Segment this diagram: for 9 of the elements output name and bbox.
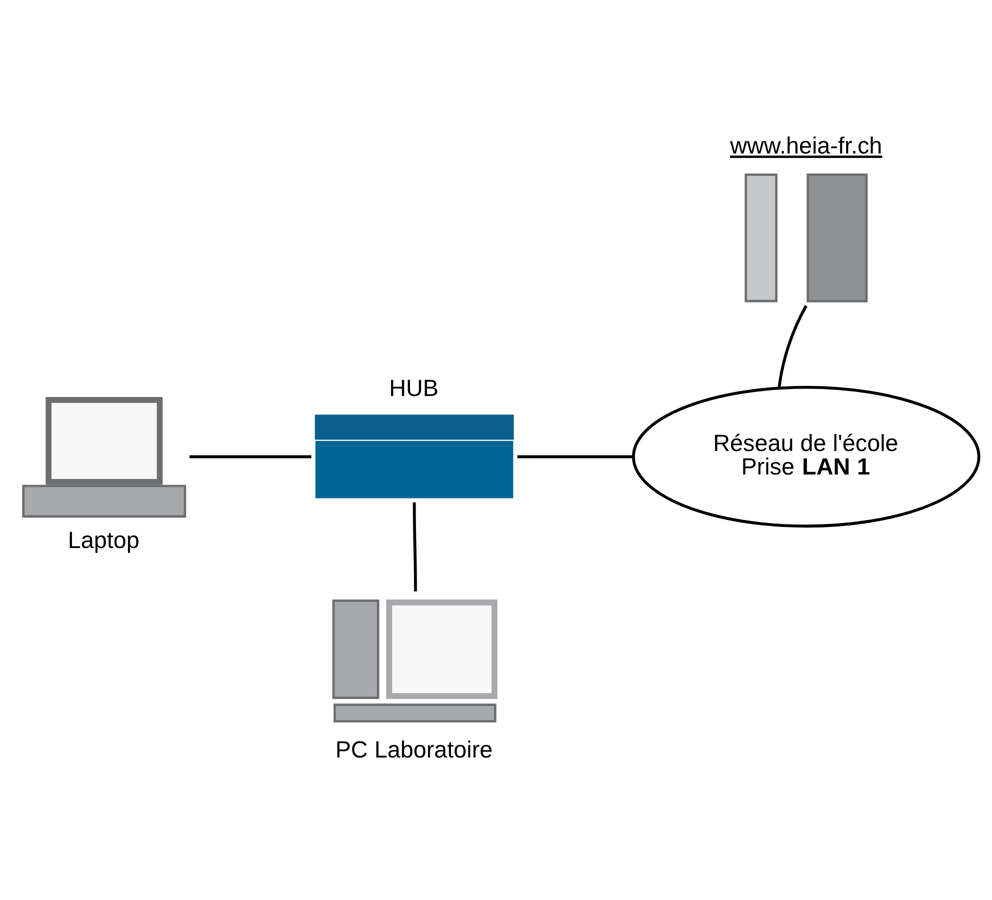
node-label: Laptop xyxy=(68,527,140,554)
connector xyxy=(517,455,634,458)
node-ellipse: Réseau de l'école Prise LAN 1 xyxy=(632,386,980,528)
node-label: HUB xyxy=(389,374,439,401)
connector xyxy=(190,455,312,458)
node-label: PC Laboratoire xyxy=(335,736,493,763)
node-label: www.heia-fr.ch xyxy=(730,132,882,159)
connector xyxy=(778,305,808,388)
connector xyxy=(412,502,417,592)
